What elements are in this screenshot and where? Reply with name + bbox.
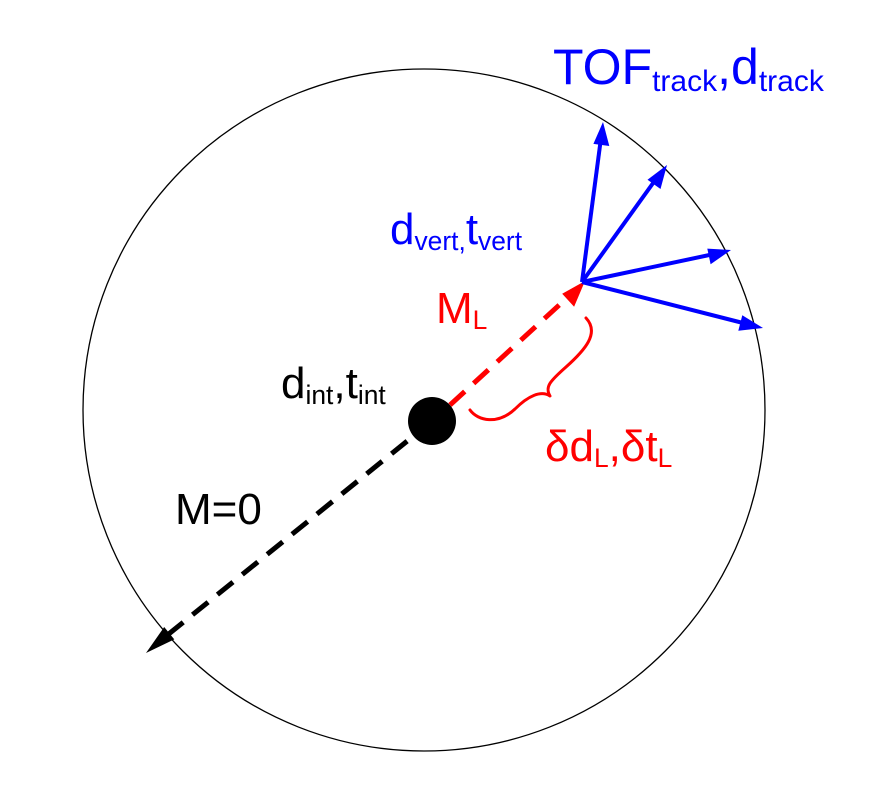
track-group bbox=[580, 122, 763, 331]
ml-label-sub: L bbox=[472, 304, 488, 335]
track-arrowhead-2 bbox=[647, 165, 667, 189]
vertex-label: dvert,tvert bbox=[390, 205, 522, 254]
massive-path-line bbox=[448, 295, 570, 407]
m0-label-text: M=0 bbox=[175, 485, 262, 534]
track-line-4 bbox=[581, 280, 748, 326]
massless-path-arrowhead bbox=[146, 627, 175, 653]
tof-label-sep: , bbox=[717, 39, 731, 95]
track-line-3 bbox=[581, 252, 715, 284]
dvert-label-sub: vert, bbox=[414, 225, 466, 256]
ml-label-main: M bbox=[436, 284, 473, 333]
delta-brace bbox=[468, 316, 593, 422]
delta-t-label-sub: L bbox=[657, 442, 673, 473]
massless-path-label: M=0 bbox=[175, 488, 262, 532]
dtrack-label-sub: track bbox=[758, 64, 824, 98]
track-arrowhead-1 bbox=[593, 122, 610, 146]
tof-label-main: TOF bbox=[553, 39, 653, 95]
tint-label-main: t bbox=[345, 359, 358, 408]
tof-label-sub: track bbox=[652, 64, 718, 98]
track-line-2 bbox=[580, 177, 658, 284]
dtrack-label-main: d bbox=[731, 39, 759, 95]
tvert-label-main: t bbox=[465, 205, 479, 254]
dvert-label-main: d bbox=[390, 205, 415, 254]
dint-label-sub: int bbox=[305, 379, 334, 410]
tint-label-sub: int bbox=[357, 379, 386, 410]
delta-d-label-main: δd bbox=[545, 422, 594, 471]
delta-t-label-main: δt bbox=[620, 422, 658, 471]
detector-circle bbox=[82, 68, 766, 752]
interaction-point bbox=[408, 397, 456, 445]
int-label-sep: , bbox=[333, 359, 346, 408]
massive-path-arrowhead bbox=[562, 281, 585, 307]
tvert-label-sub: vert bbox=[478, 225, 523, 256]
interaction-label: dint,tint bbox=[281, 359, 386, 408]
dint-label-main: d bbox=[281, 359, 306, 408]
tof-track-label: TOFtrack,dtrack bbox=[553, 39, 824, 96]
delta-label: δdL,δtL bbox=[545, 422, 672, 471]
track-arrowhead-3 bbox=[707, 248, 731, 265]
massless-path-line bbox=[163, 419, 434, 639]
delta-label-sep: , bbox=[608, 422, 621, 471]
massive-path-label: ML bbox=[436, 284, 487, 333]
track-line-1 bbox=[580, 137, 603, 283]
delta-d-label-sub: L bbox=[593, 442, 609, 473]
track-arrowhead-4 bbox=[738, 315, 763, 331]
